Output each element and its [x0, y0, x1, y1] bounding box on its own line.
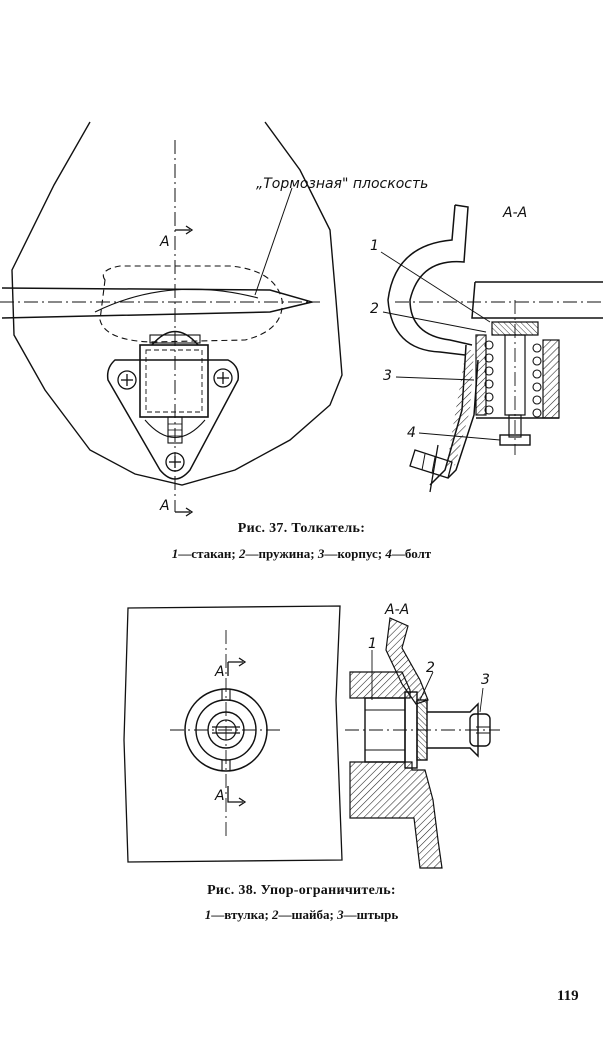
fig38-cut-label-bottom: А [214, 788, 225, 804]
fig37-front-view [0, 121, 343, 517]
fig38-legend-item-3: 3—штырь [337, 907, 399, 922]
fig38-callout-3: 3 [481, 672, 490, 688]
fig37-callout-4: 4 [407, 425, 416, 441]
fig38-legend: 1—втулка; 2—шайба; 3—штырь [0, 907, 603, 923]
fig38-callout-2: 2 [426, 660, 435, 676]
fig38-legend-item-2: 2—шайба; [272, 907, 334, 922]
fig37-legend: 1—стакан; 2—пружина; 3—корпус; 4—болт [0, 546, 603, 562]
fig37-legend-item-4: 4—болт [385, 546, 432, 561]
fig37-legend-item-1: 1—стакан; [171, 546, 236, 561]
fig38-section-label: А-А [384, 602, 409, 618]
fig37-callout-2: 2 [370, 301, 379, 317]
fig38-legend-item-1: 1—втулка; [204, 907, 269, 922]
fig37-callout-1: 1 [370, 238, 379, 254]
page-number: 119 [557, 988, 579, 1004]
fig38-callout-1: 1 [368, 636, 377, 652]
fig37-cut-label-bottom: А [159, 498, 170, 514]
fig37-annotation-braking-plane: „Тормозная" плоскость [256, 176, 428, 192]
fig37-callout-3: 3 [383, 368, 392, 384]
fig38-section-view [345, 617, 500, 869]
fig38-front-view [123, 605, 343, 863]
fig37-legend-item-3: 3—корпус; [317, 546, 383, 561]
fig38-cut-label-top: А [214, 664, 225, 680]
fig37-legend-item-2: 2—пружина; [238, 546, 315, 561]
fig37-cut-label-top: А [159, 234, 170, 250]
fig37-section-view [380, 204, 603, 493]
fig37-caption-title: Рис. 37. Толкатель: [237, 521, 366, 536]
fig38-caption-title: Рис. 38. Упор-ограничитель: [207, 883, 396, 898]
fig37-section-label: А-А [502, 205, 527, 221]
